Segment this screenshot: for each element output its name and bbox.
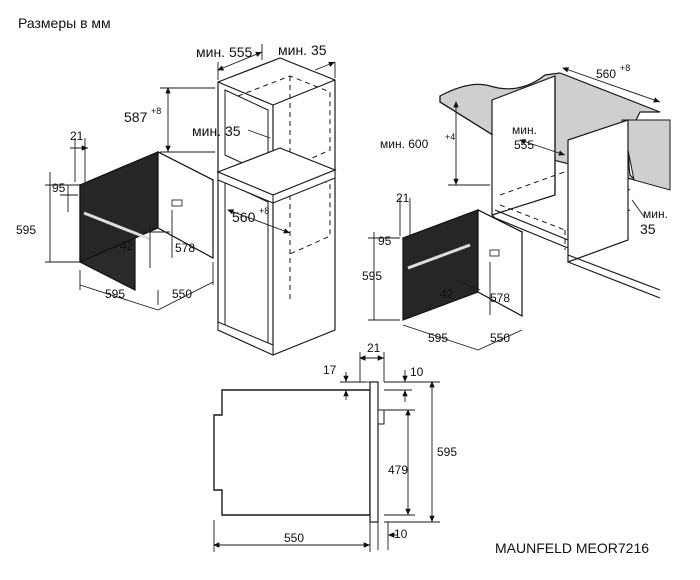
dim-560-uc: 560 — [596, 67, 616, 81]
oven-left-handle — [83, 211, 151, 241]
side-view-group: 21 17 10 595 479 550 10 — [213, 341, 457, 552]
dim-550-side: 550 — [284, 531, 304, 545]
dim-min-35-tall-mid: мин. 35 — [192, 123, 241, 139]
side-view-body — [213, 389, 371, 516]
dim-550-left: 550 — [172, 287, 192, 301]
model-label: MAUNFELD MEOR7216 — [495, 540, 649, 556]
dim-587-sup: +8 — [151, 106, 161, 116]
dim-21-side: 21 — [367, 341, 381, 355]
dim-95-right: 95 — [378, 234, 392, 248]
dim-479-side: 479 — [388, 463, 408, 477]
dim-587-tall: 587 — [124, 109, 148, 125]
dim-21-right: 21 — [396, 191, 410, 205]
oven-left-group: 21 95 595 42 578 595 550 — [16, 129, 215, 311]
dim-10-side-top: 10 — [410, 365, 424, 379]
dim-10-side-bottom: 10 — [394, 527, 408, 541]
dim-21-left: 21 — [70, 129, 84, 143]
dim-min-555-uc-val: 555 — [514, 138, 534, 152]
oven-left-front — [79, 151, 159, 263]
dim-min-555-tall: мин. 555 — [196, 44, 253, 60]
dim-min-600-uc: мин. 600 — [380, 137, 429, 151]
dim-560-tall-sup: +8 — [259, 206, 269, 216]
dim-578-left: 578 — [175, 241, 195, 255]
dim-550-right: 550 — [490, 331, 510, 345]
under-counter-group: 560 +8 мин. 600 +4 мин. 555 мин. 35 — [380, 63, 671, 299]
dim-min-35-tall-top: мин. 35 — [278, 42, 327, 58]
dim-595-left-h: 595 — [16, 223, 36, 237]
dim-42-left: 42 — [120, 239, 134, 253]
dim-95-left: 95 — [52, 181, 66, 195]
dim-595-side: 595 — [437, 445, 457, 459]
oven-right-handle — [407, 243, 471, 270]
dim-min-600-sup: +4 — [445, 132, 455, 142]
dim-42-right: 42 — [440, 287, 454, 301]
dim-17-side: 17 — [323, 363, 337, 377]
dim-595-right-h: 595 — [362, 269, 382, 283]
dim-min-35-uc-label: мин. — [643, 207, 668, 221]
oven-right-group: 21 95 595 42 578 595 550 — [362, 191, 524, 351]
dim-578-right: 578 — [490, 291, 510, 305]
dim-min-555-uc-label: мин. — [512, 123, 537, 137]
page-title: Размеры в мм — [18, 15, 111, 31]
dim-560-tall: 560 — [232, 209, 256, 225]
dim-min-35-uc-val: 35 — [640, 221, 656, 237]
dim-595-right-w: 595 — [428, 331, 448, 345]
dim-595-left-w: 595 — [105, 287, 125, 301]
tall-cabinet-group: мин. 555 мин. 35 587 +8 мин. 35 560 +8 — [124, 42, 337, 356]
dim-560-uc-sup: +8 — [620, 63, 630, 73]
